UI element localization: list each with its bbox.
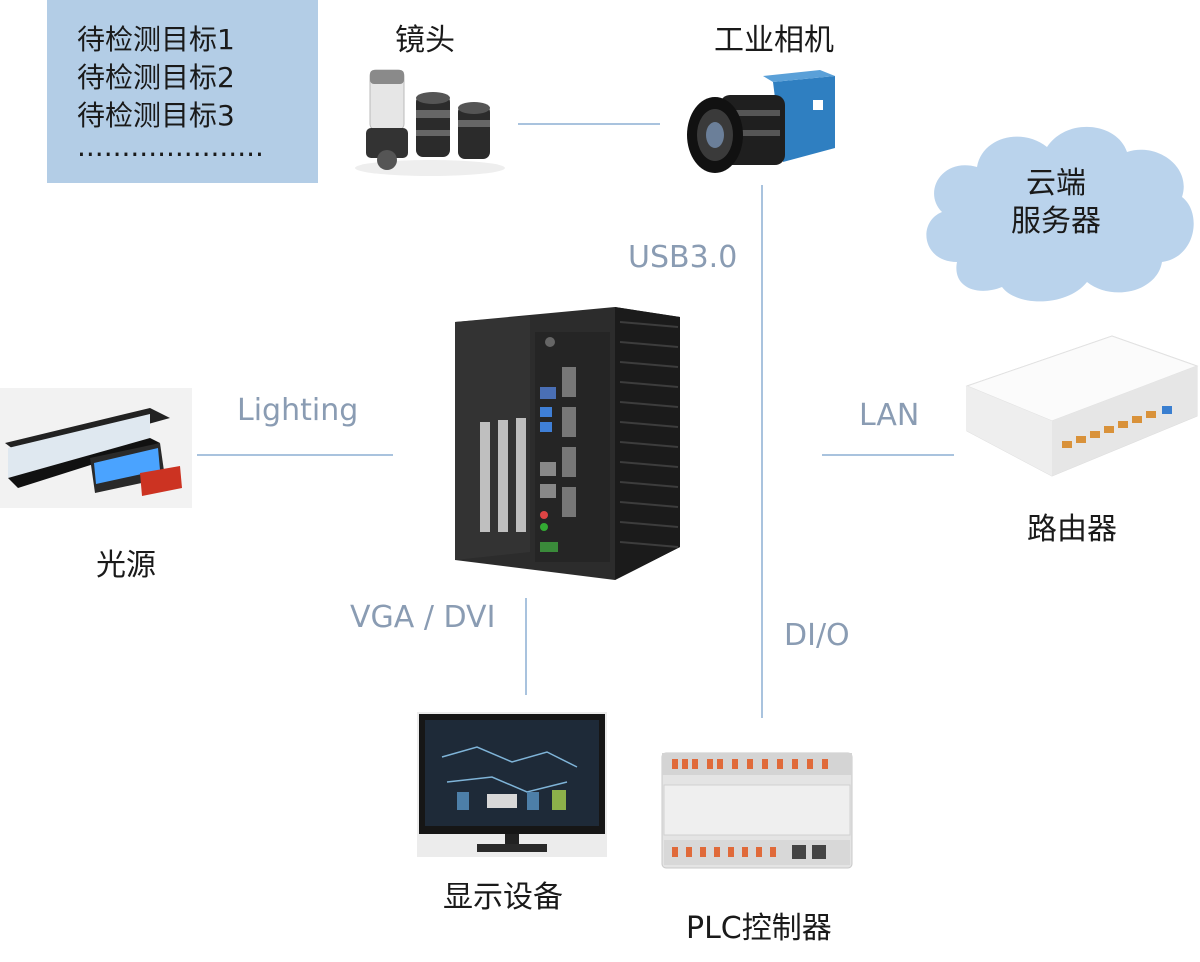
target-item-1: 待检测目标1	[77, 23, 235, 56]
target-item-more: .....................	[77, 130, 264, 163]
cloud-server-text: 云端 服务器	[912, 165, 1200, 241]
target-item-3: 待检测目标3	[77, 99, 235, 132]
dio-label: DI/O	[784, 618, 850, 653]
camera-label: 工业相机	[714, 23, 834, 58]
router-icon	[965, 335, 1199, 477]
router-label: 路由器	[1027, 512, 1117, 547]
camera-plc-line	[761, 185, 763, 718]
target-item-2: 待检测目标2	[77, 61, 235, 94]
targets-box: 待检测目标1 待检测目标2 待检测目标3 ...................…	[47, 0, 318, 183]
plc-label: PLC控制器	[686, 911, 832, 946]
lens-icon	[355, 69, 505, 176]
lens-label: 镜头	[395, 23, 455, 58]
display-monitor-icon	[417, 712, 607, 857]
lens-camera-line	[518, 123, 660, 125]
lan-label: LAN	[859, 398, 920, 433]
lighting-label: Lighting	[237, 393, 359, 428]
light-source-icon	[0, 388, 192, 508]
industrial-pc-icon	[455, 307, 680, 580]
industrial-camera-icon	[687, 70, 835, 173]
ipc-display-line	[525, 598, 527, 695]
light-ipc-line	[197, 454, 393, 456]
display-label: 显示设备	[443, 880, 563, 915]
cloud-line-2: 服务器	[1011, 204, 1101, 239]
plc-controller-icon	[661, 752, 853, 869]
light-label: 光源	[96, 548, 156, 583]
cloud-icon	[926, 126, 1194, 302]
router-ipc-line	[822, 454, 954, 456]
cloud-line-1: 云端	[1026, 166, 1086, 201]
usb-label: USB3.0	[628, 240, 738, 275]
vga-label: VGA / DVI	[350, 600, 496, 635]
